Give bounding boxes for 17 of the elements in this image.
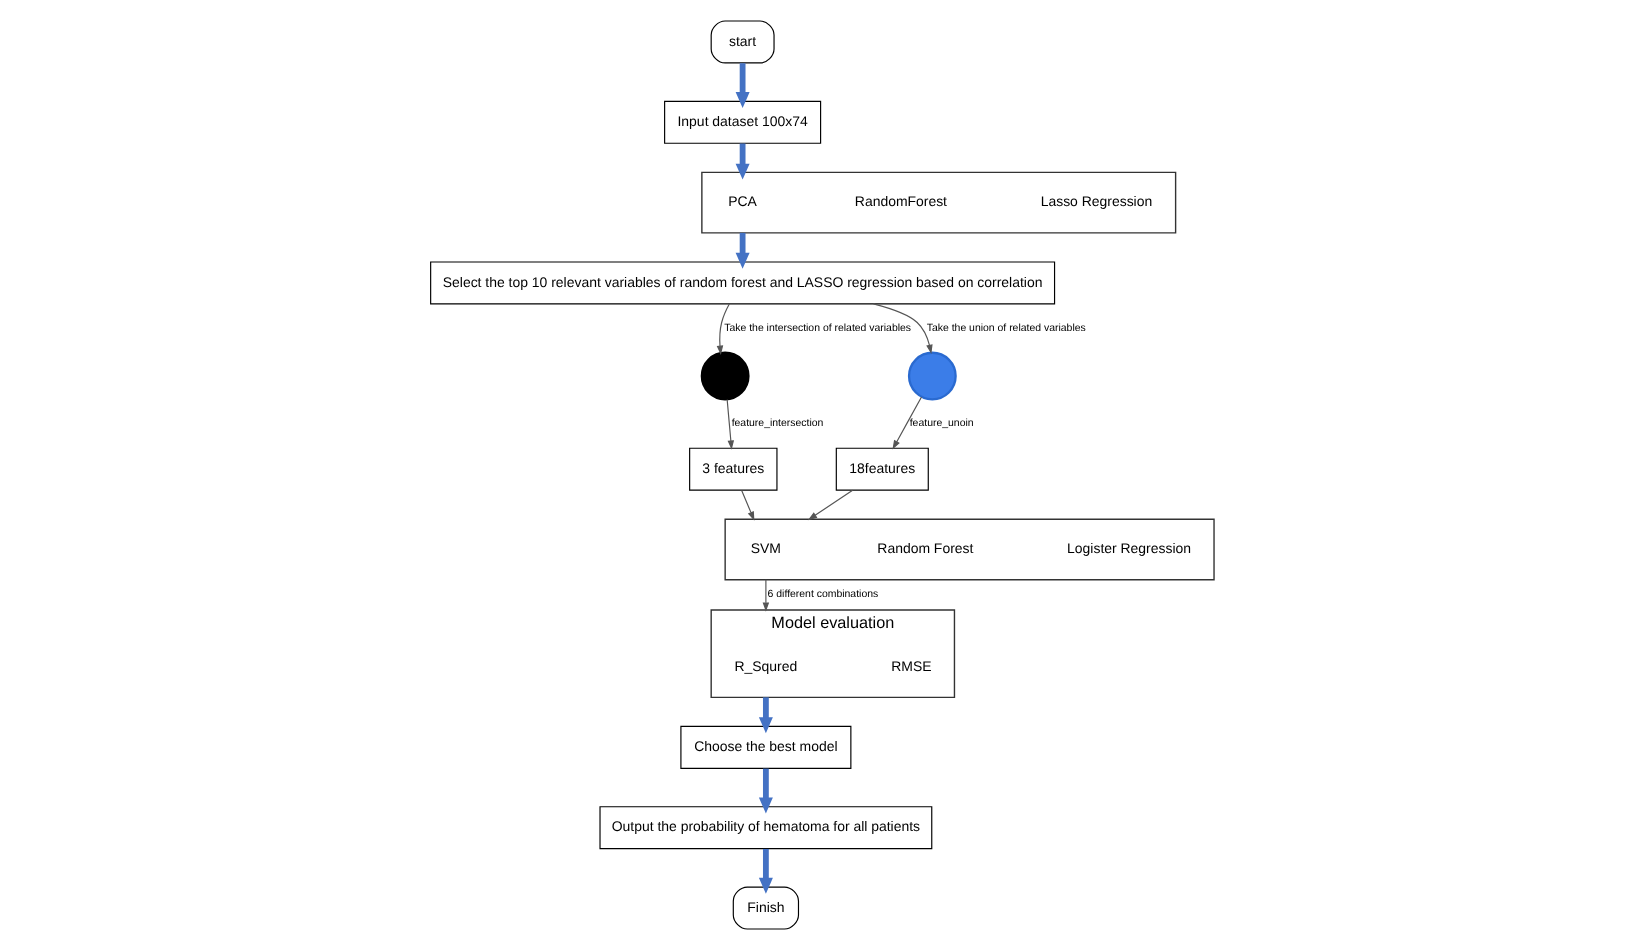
arrow bbox=[871, 303, 932, 354]
cluster bbox=[700, 171, 1176, 234]
arrow bbox=[757, 848, 772, 894]
cluster bbox=[723, 518, 1214, 581]
arrow bbox=[734, 143, 749, 180]
arrow bbox=[761, 579, 769, 612]
arrow bbox=[725, 399, 734, 450]
node-circle bbox=[699, 351, 749, 401]
arrow bbox=[734, 232, 749, 269]
arrow bbox=[757, 697, 772, 734]
arrow bbox=[891, 396, 922, 450]
arrow bbox=[740, 489, 754, 521]
arrow bbox=[715, 303, 729, 355]
arrow bbox=[734, 63, 749, 109]
node-circle bbox=[906, 351, 956, 401]
arrow bbox=[806, 489, 853, 521]
arrow bbox=[757, 768, 772, 814]
